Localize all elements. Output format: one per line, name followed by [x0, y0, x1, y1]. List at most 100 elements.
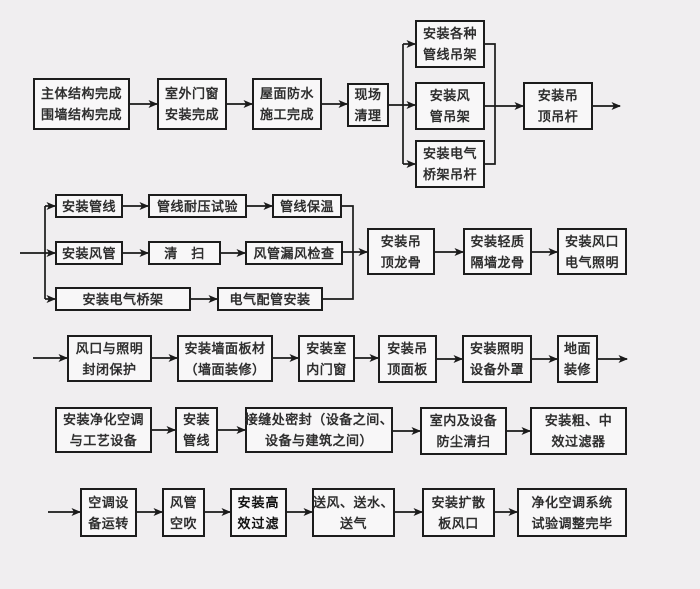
flow-node-31: 空调设备运转 — [80, 488, 137, 537]
flow-node-label: 安装净化空调 — [62, 412, 144, 427]
flow-node-label: 电气配管安装 — [229, 291, 311, 307]
flow-node-33: 安装高效过滤 — [230, 488, 287, 537]
flow-node-label: 主体结构完成 — [40, 86, 122, 101]
flow-node-6: 安装风管吊架 — [415, 82, 485, 130]
flow-node-label: 清理 — [354, 108, 382, 123]
flow-node-25: 地面装修 — [557, 335, 598, 383]
flow-node-label: 试验调整完毕 — [531, 515, 613, 531]
flow-node-label: 隔墙龙骨 — [470, 254, 525, 270]
flow-node-label: 安装扩散 — [431, 494, 486, 510]
flow-node-16: 电气配管安装 — [217, 287, 323, 311]
flow-node-label: 安装 — [182, 412, 210, 427]
flow-node-30: 安装粗、中效过滤器 — [530, 407, 627, 455]
flow-node-label: 室内及设备 — [429, 413, 498, 428]
flow-node-4: 现场清理 — [347, 83, 389, 127]
flow-node-label: 顶龙骨 — [380, 254, 422, 270]
flow-node-label: 设备与建筑之间） — [264, 433, 373, 448]
flow-node-label: 安装照明 — [469, 341, 524, 356]
flow-node-label: 板风口 — [438, 515, 479, 531]
flow-node-5: 安装各种管线吊架 — [415, 20, 485, 68]
flow-node-label: 空吹 — [169, 515, 197, 531]
flow-node-label: 清 扫 — [164, 245, 205, 261]
flow-node-label: 安装电气桥架 — [82, 291, 164, 307]
flow-node-label: 管线吊架 — [422, 47, 477, 62]
flow-node-label: 管线 — [182, 433, 210, 448]
flow-node-label: 安装吊 — [387, 341, 428, 356]
flow-node-label: 设备外罩 — [469, 362, 524, 377]
flow-node-label: 空调设 — [88, 494, 129, 510]
flow-connector — [485, 43, 496, 165]
flow-node-label: 安装吊 — [380, 233, 422, 249]
flow-node-label: 安装电气 — [422, 146, 477, 161]
flow-node-label: 送风、送水、 — [313, 494, 395, 510]
flow-node-2: 室外门窗安装完成 — [157, 78, 227, 130]
flow-node-34: 送风、送水、送气 — [312, 488, 395, 537]
flow-node-label: 顶吊杆 — [537, 109, 579, 124]
flow-node-20: 风口与照明封闭保护 — [67, 335, 152, 382]
flow-node-1: 主体结构完成围墙结构完成 — [33, 78, 130, 130]
flow-node-21: 安装墙面板材 （墙面装修） — [177, 335, 273, 382]
flow-node-label: 风口与照明 — [75, 340, 144, 356]
flow-node-3: 屋面防水施工完成 — [252, 78, 322, 130]
flow-node-label: 施工完成 — [259, 107, 314, 122]
flow-node-label: 顶面板 — [387, 362, 428, 377]
flow-node-label: 电气照明 — [564, 254, 619, 270]
flow-node-label: 安装各种 — [422, 26, 477, 41]
flow-node-23: 安装吊顶面板 — [378, 335, 437, 383]
flow-node-label: 防尘清扫 — [436, 434, 491, 449]
flow-node-15: 安装电气桥架 — [55, 287, 191, 311]
flow-node-22: 安装室内门窗 — [298, 335, 355, 382]
flow-node-label: 屋面防水 — [259, 86, 314, 101]
flow-node-label: 封闭保护 — [82, 361, 137, 377]
flow-node-label: 安装管线 — [61, 198, 116, 214]
flow-node-19: 安装风口电气照明 — [557, 228, 627, 275]
flow-node-12: 安装风管 — [55, 241, 123, 265]
flow-node-label: 安装风口 — [564, 233, 619, 249]
flow-node-29: 室内及设备防尘清扫 — [420, 407, 507, 455]
flow-node-11: 管线保温 — [272, 194, 342, 218]
flow-node-label: （墙面装修） — [184, 361, 266, 377]
flow-node-label: 送气 — [339, 515, 367, 531]
flow-node-label: 装修 — [563, 362, 591, 377]
flow-node-label: 管线保温 — [279, 198, 334, 214]
flow-node-label: 安装风 — [429, 88, 471, 103]
flow-node-label: 安装吊 — [537, 88, 579, 103]
flow-node-26: 安装净化空调与工艺设备 — [55, 407, 152, 453]
flow-node-28: 接缝处密封（设备之间、设备与建筑之间） — [245, 407, 393, 453]
flow-node-label: 管吊架 — [429, 109, 471, 124]
flow-node-label: 现场 — [354, 87, 382, 102]
flow-node-label: 与工艺设备 — [69, 433, 138, 448]
flow-node-label: 管线耐压试验 — [156, 198, 238, 214]
flow-node-label: 风管 — [169, 494, 197, 510]
flow-node-label: 备运转 — [88, 515, 129, 531]
flow-node-27: 安装管线 — [175, 407, 218, 453]
flow-node-17: 安装吊顶龙骨 — [367, 228, 435, 275]
flow-node-label: 效过滤 — [237, 515, 280, 531]
flow-node-18: 安装轻质隔墙龙骨 — [463, 228, 532, 275]
flow-node-label: 内门窗 — [306, 361, 347, 377]
flow-node-label: 安装室 — [306, 340, 347, 356]
flow-node-label: 安装风管 — [61, 245, 116, 261]
flow-node-label: 安装高 — [237, 494, 280, 510]
flow-node-label: 室外门窗 — [164, 86, 219, 101]
flow-node-label: 效过滤器 — [551, 434, 606, 449]
flow-node-label: 围墙结构完成 — [40, 107, 122, 122]
flow-node-13: 清 扫 — [148, 241, 221, 265]
flow-node-label: 安装粗、中 — [544, 413, 613, 428]
flow-node-label: 净化空调系统 — [531, 494, 613, 510]
flow-node-9: 安装管线 — [55, 194, 123, 218]
flow-node-24: 安装照明设备外罩 — [462, 335, 532, 383]
flow-node-label: 安装墙面板材 — [184, 340, 266, 356]
flow-node-label: 风管漏风检查 — [253, 245, 335, 261]
flow-node-35: 安装扩散板风口 — [422, 488, 495, 537]
flow-node-label: 安装轻质 — [470, 233, 525, 249]
flow-node-14: 风管漏风检查 — [245, 241, 343, 265]
flow-node-label: 安装完成 — [164, 107, 219, 122]
flow-node-36: 净化空调系统试验调整完毕 — [517, 488, 627, 537]
flow-node-label: 桥架吊杆 — [422, 167, 477, 182]
flow-node-label: 地面 — [563, 341, 591, 356]
flow-node-10: 管线耐压试验 — [148, 194, 247, 218]
flow-node-8: 安装吊顶吊杆 — [523, 82, 593, 130]
flow-node-32: 风管空吹 — [162, 488, 205, 537]
